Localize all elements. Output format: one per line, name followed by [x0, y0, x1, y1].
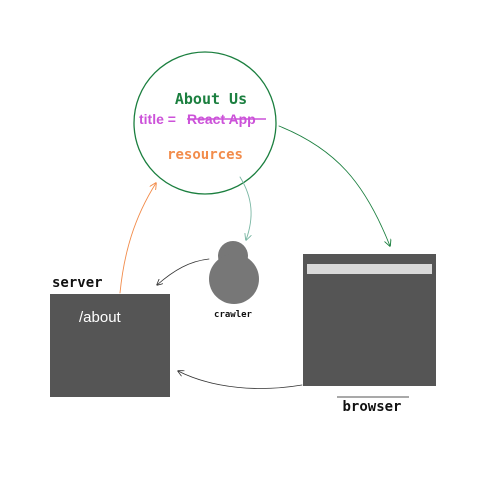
- crawler-label: crawler: [214, 310, 253, 320]
- about-page-node: About Us title = React App resources: [133, 51, 277, 195]
- title-label: title =: [139, 111, 176, 127]
- arrow-crawler-to-server: [157, 258, 210, 285]
- crawler-node: crawler: [209, 241, 259, 320]
- server-path: /about: [79, 309, 122, 326]
- crawler-body-icon: [209, 254, 259, 304]
- about-page-circle: [133, 51, 277, 195]
- browser-label: browser: [342, 399, 401, 415]
- server-box: [50, 294, 170, 397]
- about-us-title: About Us: [175, 90, 247, 108]
- arrow-server-to-resources: [119, 183, 156, 294]
- browser-address-bar: [307, 264, 432, 274]
- server-node: server /about: [50, 275, 170, 397]
- resources-text: resources: [167, 147, 243, 163]
- arrow-resources-to-crawler: [239, 176, 251, 240]
- arrow-circle-to-browser: [278, 125, 390, 246]
- server-label: server: [52, 275, 103, 291]
- browser-node: browser: [303, 254, 436, 415]
- arrow-browser-to-server: [178, 371, 303, 389]
- browser-window: [303, 254, 436, 386]
